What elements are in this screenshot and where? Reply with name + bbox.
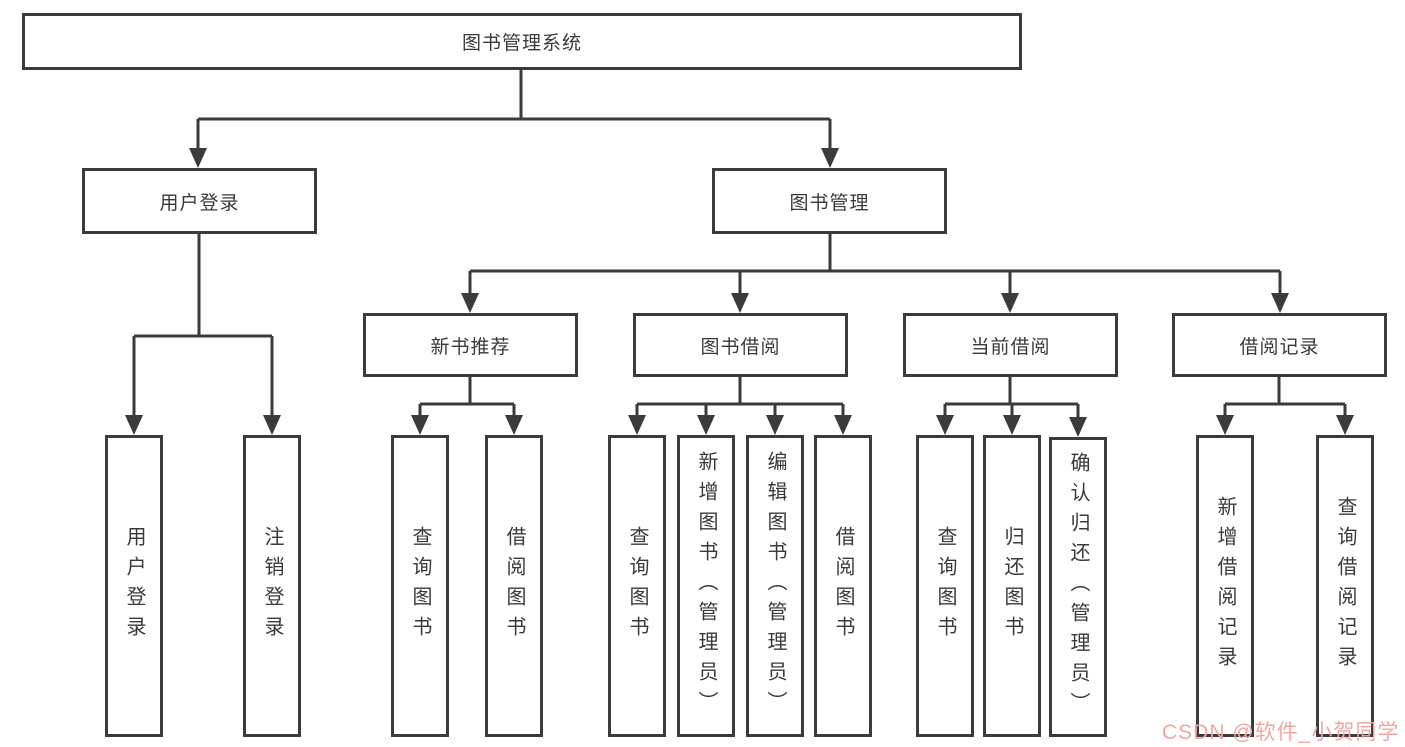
node-edit-books-admin: 编辑图书（管理员） (746, 435, 804, 737)
node-book-borrowing: 图书借阅 (633, 313, 848, 377)
node-book-management-branch: 图书管理 (712, 168, 947, 234)
node-label: 借阅记录 (1239, 336, 1320, 358)
node-label: 归还图书 (1001, 526, 1023, 646)
node-new-book-recommendation: 新书推荐 (363, 313, 578, 377)
node-query-books-current: 查询图书 (916, 435, 974, 737)
node-label: 查询图书 (626, 526, 648, 646)
node-query-books-recommend: 查询图书 (391, 435, 449, 737)
node-label: 新增图书（管理员） (695, 451, 717, 721)
node-logout-leaf: 注销登录 (243, 435, 301, 737)
node-label: 查询图书 (934, 526, 956, 646)
node-label: 图书借阅 (700, 336, 781, 358)
node-confirm-return-admin: 确认归还（管理员） (1049, 437, 1107, 737)
node-label: 查询借阅记录 (1334, 496, 1356, 676)
node-label: 用户登录 (159, 192, 240, 214)
node-label: 注销登录 (261, 526, 283, 646)
node-label: 编辑图书（管理员） (764, 451, 786, 721)
csdn-watermark: CSDN @软件_小贺同学 (1162, 721, 1400, 744)
node-borrow-books-recommend: 借阅图书 (485, 435, 543, 737)
node-label: 借阅图书 (503, 526, 525, 646)
node-label: 用户登录 (123, 526, 145, 646)
node-current-borrowing: 当前借阅 (903, 313, 1118, 377)
node-label: 图书管理系统 (461, 33, 582, 54)
node-library-management-system: 图书管理系统 (22, 13, 1022, 70)
node-label: 图书管理 (789, 192, 870, 214)
node-borrowing-records: 借阅记录 (1172, 313, 1387, 377)
node-borrow-books-borrowing: 借阅图书 (814, 435, 872, 737)
node-user-login-branch: 用户登录 (82, 168, 317, 234)
node-user-login-leaf: 用户登录 (105, 435, 163, 737)
node-add-books-admin: 新增图书（管理员） (677, 435, 735, 737)
node-label: 确认归还（管理员） (1067, 452, 1089, 722)
node-label: 新增借阅记录 (1214, 496, 1236, 676)
node-label: 新书推荐 (430, 336, 511, 358)
node-query-borrow-record: 查询借阅记录 (1316, 435, 1374, 737)
node-label: 查询图书 (409, 526, 431, 646)
node-label: 当前借阅 (970, 336, 1051, 358)
node-query-books-borrowing: 查询图书 (608, 435, 666, 737)
node-add-borrow-record: 新增借阅记录 (1196, 435, 1254, 737)
node-return-books: 归还图书 (983, 435, 1041, 737)
node-label: 借阅图书 (832, 526, 854, 646)
